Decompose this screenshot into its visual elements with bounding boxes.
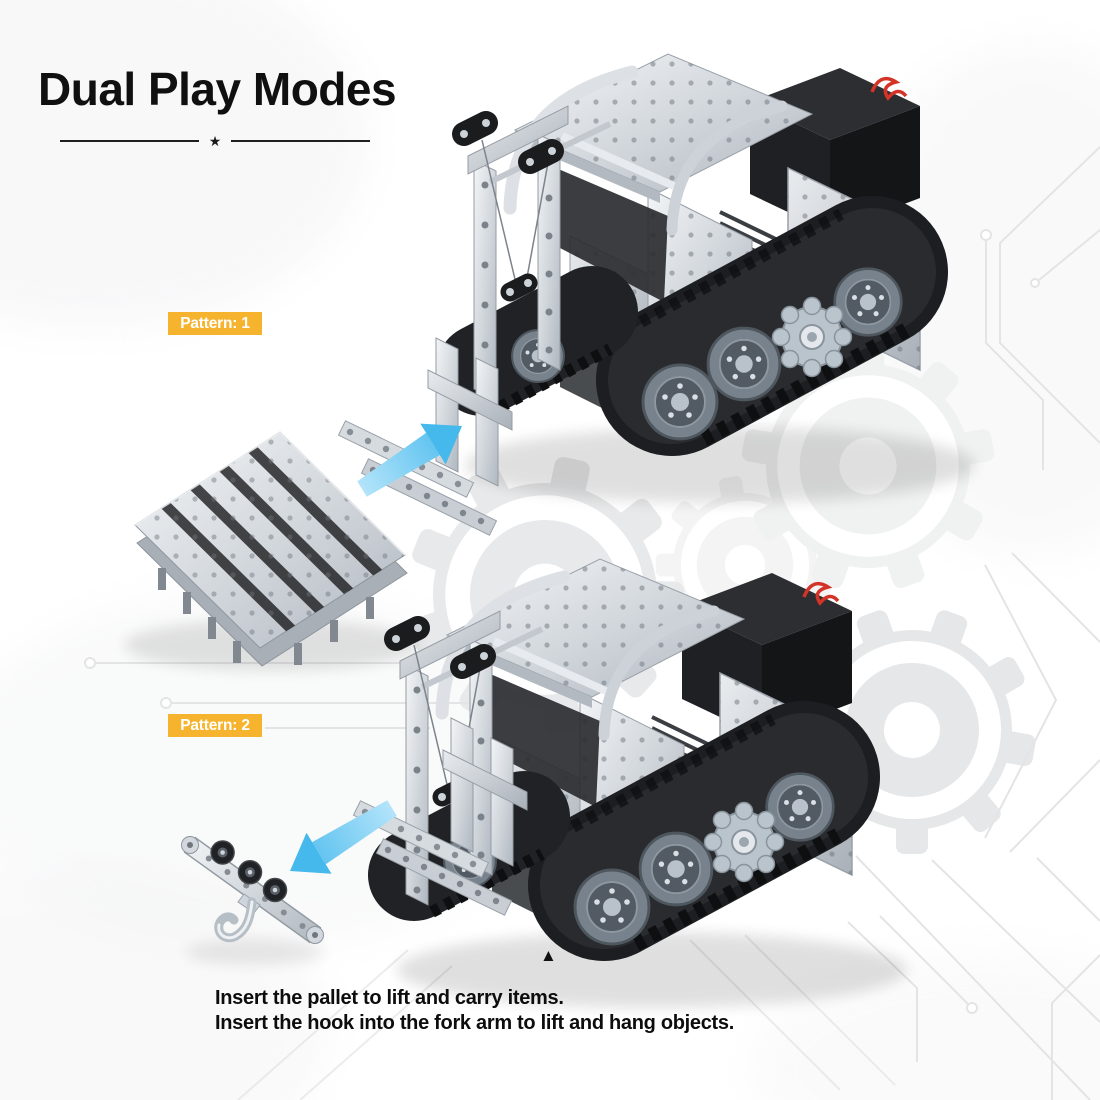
pattern1-badge: Pattern: 1 [168, 312, 262, 335]
hook-icon [214, 897, 257, 943]
star-icon: ★ [208, 133, 222, 149]
pulleys [210, 840, 288, 903]
triangle-up-icon: ▲ [540, 946, 557, 965]
pattern2-badge: Pattern: 2 [168, 714, 262, 737]
pattern1-forklift-photo [338, 54, 976, 535]
hook-accessory [181, 836, 325, 965]
divider-line-right [231, 140, 370, 142]
page-title: Dual Play Modes [38, 63, 397, 115]
title-divider: ★ [60, 133, 370, 149]
footer-description: Insert the pallet to lift and carry item… [215, 986, 734, 1036]
pallet-accessory [124, 430, 420, 671]
divider-line-left [60, 140, 199, 142]
circuit-traces [84, 146, 1100, 1100]
footer-line-1: Insert the pallet to lift and carry item… [215, 987, 564, 1009]
footer-line-2: Insert the hook into the fork arm to lif… [215, 1012, 734, 1034]
insert-arrow-pattern1 [357, 423, 462, 497]
pattern2-forklift-photo [354, 559, 908, 1008]
insert-arrow-pattern2 [290, 800, 397, 874]
